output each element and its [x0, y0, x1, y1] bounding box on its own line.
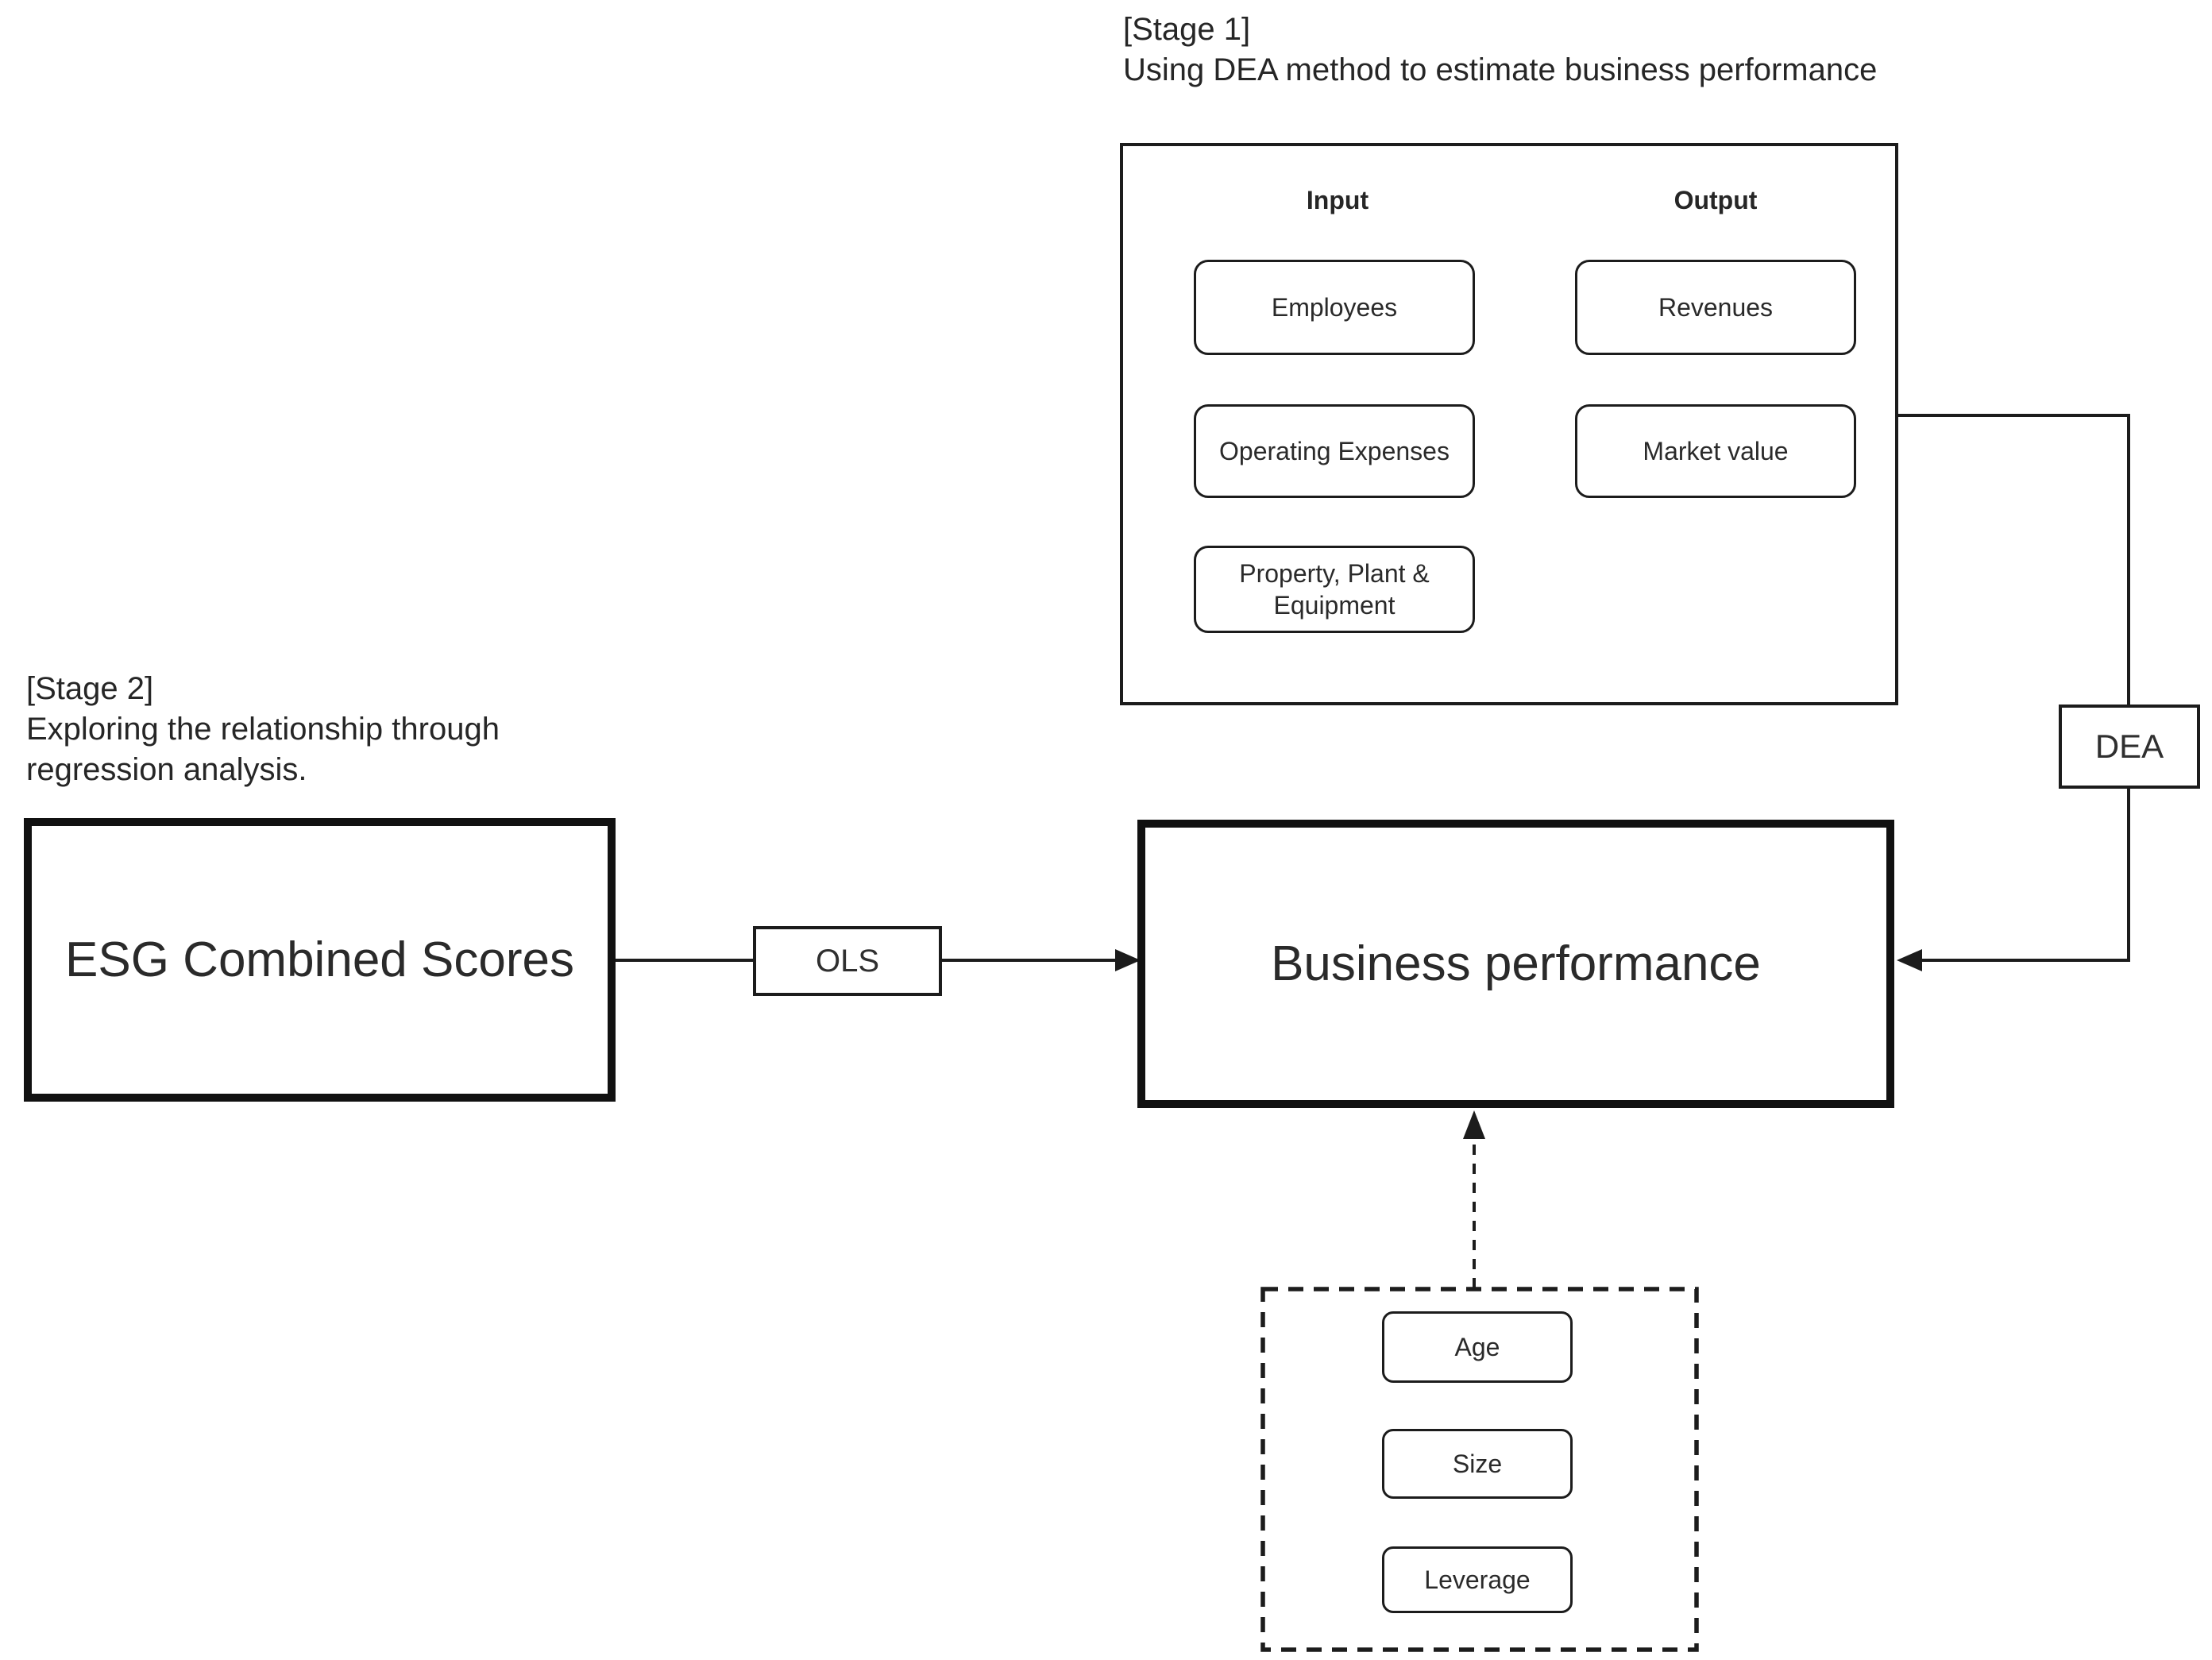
- stage2-caption: [Stage 2] Exploring the relationship thr…: [26, 669, 500, 790]
- output-box-market-value: Market value: [1575, 404, 1856, 498]
- stage2-caption-line1: [Stage 2]: [26, 671, 154, 706]
- ols-arrowhead-icon: [1115, 949, 1141, 971]
- stage1-caption-line2: Using DEA method to estimate business pe…: [1123, 52, 1878, 87]
- stage2-caption-line2: Exploring the relationship through: [26, 712, 500, 747]
- stage2-caption-line3: regression analysis.: [26, 752, 307, 787]
- input-box-operating-expenses: Operating Expenses: [1194, 404, 1475, 498]
- stage1-caption-line1: [Stage 1]: [1123, 12, 1251, 47]
- ols-method-box: OLS: [753, 926, 942, 996]
- stage1-caption: [Stage 1] Using DEA method to estimate b…: [1123, 10, 1877, 91]
- control-box-age: Age: [1382, 1311, 1573, 1383]
- controls-arrowhead-icon: [1463, 1110, 1485, 1139]
- control-box-size: Size: [1382, 1429, 1573, 1499]
- input-column-header: Input: [1306, 186, 1369, 214]
- control-box-leverage: Leverage: [1382, 1546, 1573, 1613]
- control-variables-dashed-border: [1260, 1287, 1699, 1652]
- input-box-property-plant-equipment: Property, Plant & Equipment: [1194, 546, 1475, 633]
- dea-method-box: DEA: [2059, 705, 2200, 789]
- esg-combined-scores-box: ESG Combined Scores: [24, 818, 616, 1102]
- dea-connector-line: [1898, 414, 2130, 962]
- output-box-revenues: Revenues: [1575, 260, 1856, 355]
- dea-arrowhead-icon: [1897, 949, 1922, 971]
- input-box-employees: Employees: [1194, 260, 1475, 355]
- business-performance-box: Business performance: [1137, 820, 1894, 1108]
- output-column-header: Output: [1673, 186, 1758, 214]
